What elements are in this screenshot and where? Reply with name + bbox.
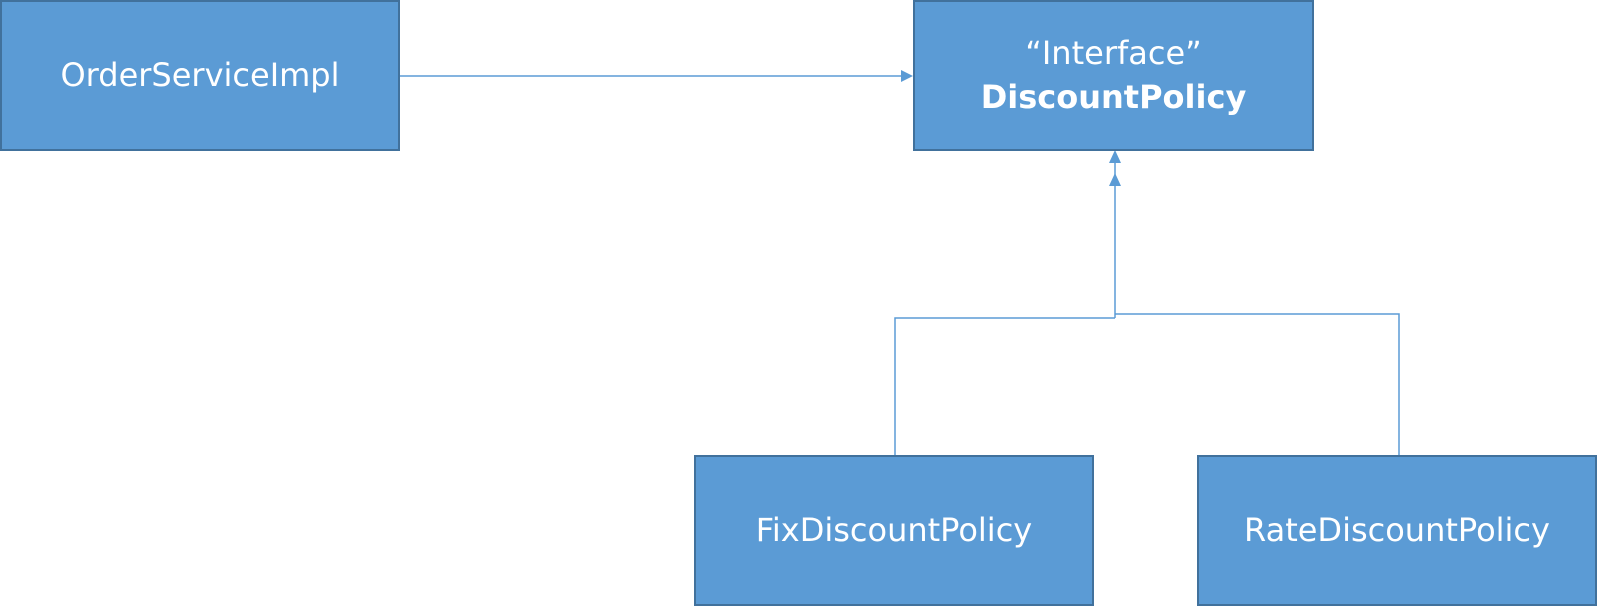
order-service-impl-box: OrderServiceImpl <box>0 0 400 151</box>
discount-policy-label: DiscountPolicy <box>980 77 1247 116</box>
discount-policy-interface-box: “Interface” DiscountPolicy <box>913 0 1314 151</box>
implementation-arrowhead-icon <box>1109 150 1121 163</box>
fix-discount-policy-box: FixDiscountPolicy <box>694 455 1094 606</box>
implementation-arrowhead-icon <box>1109 173 1121 186</box>
interface-stereotype-label: “Interface” <box>1025 34 1202 73</box>
dependency-arrowhead-icon <box>901 70 913 82</box>
rate-discount-policy-box: RateDiscountPolicy <box>1197 455 1597 606</box>
rate-discount-connector <box>1115 313 1400 455</box>
order-service-impl-label: OrderServiceImpl <box>60 55 340 94</box>
fix-discount-connector <box>894 317 1115 455</box>
rate-discount-policy-label: RateDiscountPolicy <box>1244 510 1550 549</box>
fix-discount-policy-label: FixDiscountPolicy <box>755 510 1033 549</box>
